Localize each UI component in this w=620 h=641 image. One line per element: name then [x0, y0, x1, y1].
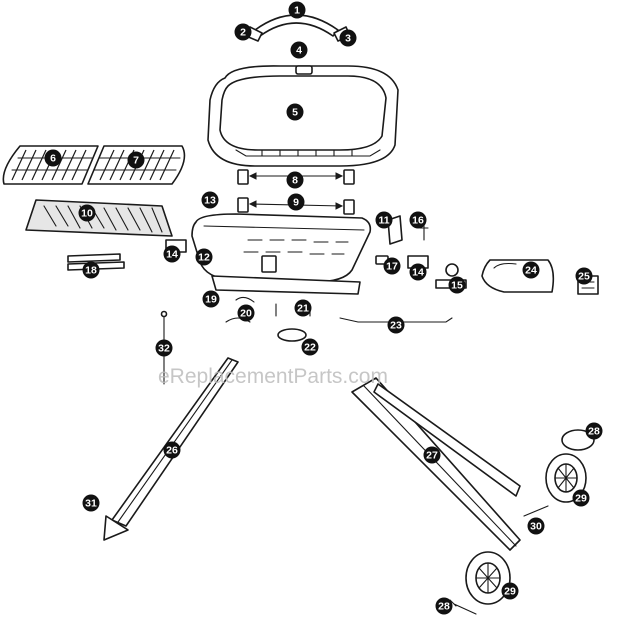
svg-text:7: 7 — [133, 155, 139, 167]
lid-handle[interactable] — [245, 14, 351, 42]
svg-text:12: 12 — [198, 252, 210, 264]
svg-text:25: 25 — [578, 271, 590, 283]
svg-text:13: 13 — [204, 195, 216, 207]
svg-text:17: 17 — [386, 261, 398, 273]
svg-text:15: 15 — [451, 280, 463, 292]
callout-14-left[interactable]: 14 — [163, 245, 181, 263]
svg-text:30: 30 — [530, 521, 542, 533]
svg-text:31: 31 — [85, 498, 97, 510]
callout-1[interactable]: 1 — [288, 1, 306, 19]
svg-text:19: 19 — [205, 294, 217, 306]
callout-4[interactable]: 4 — [290, 41, 308, 59]
callout-14-right[interactable]: 14 — [409, 263, 427, 281]
grill-firebox[interactable] — [191, 213, 372, 295]
callout-3[interactable]: 3 — [339, 29, 357, 47]
callout-29-upper[interactable]: 29 — [572, 489, 590, 507]
callout-5[interactable]: 5 — [286, 103, 304, 121]
svg-text:21: 21 — [297, 303, 309, 315]
callout-24[interactable]: 24 — [522, 261, 540, 279]
callout-8[interactable]: 8 — [286, 171, 304, 189]
heat-plate[interactable] — [25, 199, 173, 237]
svg-text:27: 27 — [426, 450, 438, 462]
svg-text:22: 22 — [304, 342, 316, 354]
svg-text:5: 5 — [292, 107, 298, 119]
callout-23[interactable]: 23 — [387, 316, 405, 334]
svg-text:18: 18 — [85, 265, 97, 277]
side-bracket-right[interactable] — [407, 255, 429, 269]
svg-text:10: 10 — [81, 208, 93, 220]
svg-text:29: 29 — [575, 493, 587, 505]
callout-2[interactable]: 2 — [234, 23, 252, 41]
svg-text:26: 26 — [166, 445, 178, 457]
callout-11[interactable]: 11 — [375, 211, 393, 229]
svg-text:29: 29 — [504, 586, 516, 598]
svg-text:14: 14 — [166, 249, 178, 261]
callout-6[interactable]: 6 — [44, 149, 62, 167]
svg-text:4: 4 — [296, 45, 302, 57]
callout-12[interactable]: 12 — [195, 248, 213, 266]
svg-text:1: 1 — [294, 5, 300, 17]
wheel-upper[interactable] — [523, 429, 595, 517]
grill-lid[interactable] — [207, 65, 399, 167]
callout-9[interactable]: 9 — [287, 193, 305, 211]
callout-31[interactable]: 31 — [82, 494, 100, 512]
callout-10[interactable]: 10 — [78, 204, 96, 222]
left-leg[interactable] — [103, 357, 239, 541]
callout-27[interactable]: 27 — [423, 446, 441, 464]
side-shelf[interactable] — [481, 259, 555, 293]
callout-28-lower[interactable]: 28 — [435, 597, 453, 615]
svg-text:24: 24 — [525, 265, 537, 277]
watermark-text: eReplacementParts.com — [158, 365, 388, 388]
callout-22[interactable]: 22 — [301, 338, 319, 356]
callout-26[interactable]: 26 — [163, 441, 181, 459]
callout-21[interactable]: 21 — [294, 299, 312, 317]
svg-text:28: 28 — [438, 601, 450, 613]
callout-7[interactable]: 7 — [127, 151, 145, 169]
callout-16[interactable]: 16 — [409, 211, 427, 229]
right-leg-frame[interactable] — [351, 377, 521, 551]
callout-19[interactable]: 19 — [202, 290, 220, 308]
svg-text:6: 6 — [50, 153, 56, 165]
callout-30[interactable]: 30 — [527, 517, 545, 535]
svg-text:8: 8 — [292, 175, 298, 187]
svg-text:2: 2 — [240, 27, 246, 39]
screw-16[interactable] — [419, 223, 429, 241]
svg-text:9: 9 — [293, 197, 299, 209]
svg-text:23: 23 — [390, 320, 402, 332]
callout-20[interactable]: 20 — [237, 304, 255, 322]
callout-29-lower[interactable]: 29 — [501, 582, 519, 600]
svg-text:32: 32 — [158, 343, 170, 355]
callout-17[interactable]: 17 — [383, 257, 401, 275]
wheel-lower[interactable] — [449, 551, 511, 615]
callout-32[interactable]: 32 — [155, 339, 173, 357]
callout-18[interactable]: 18 — [82, 261, 100, 279]
svg-text:20: 20 — [240, 308, 252, 320]
svg-text:11: 11 — [378, 215, 389, 227]
svg-text:28: 28 — [588, 426, 600, 438]
callout-28-upper[interactable]: 28 — [585, 422, 603, 440]
svg-text:16: 16 — [412, 215, 424, 227]
callout-25[interactable]: 25 — [575, 267, 593, 285]
callout-15[interactable]: 15 — [448, 276, 466, 294]
svg-text:14: 14 — [412, 267, 424, 279]
lid-hinges[interactable] — [237, 169, 355, 215]
svg-text:3: 3 — [345, 33, 351, 45]
callout-13[interactable]: 13 — [201, 191, 219, 209]
